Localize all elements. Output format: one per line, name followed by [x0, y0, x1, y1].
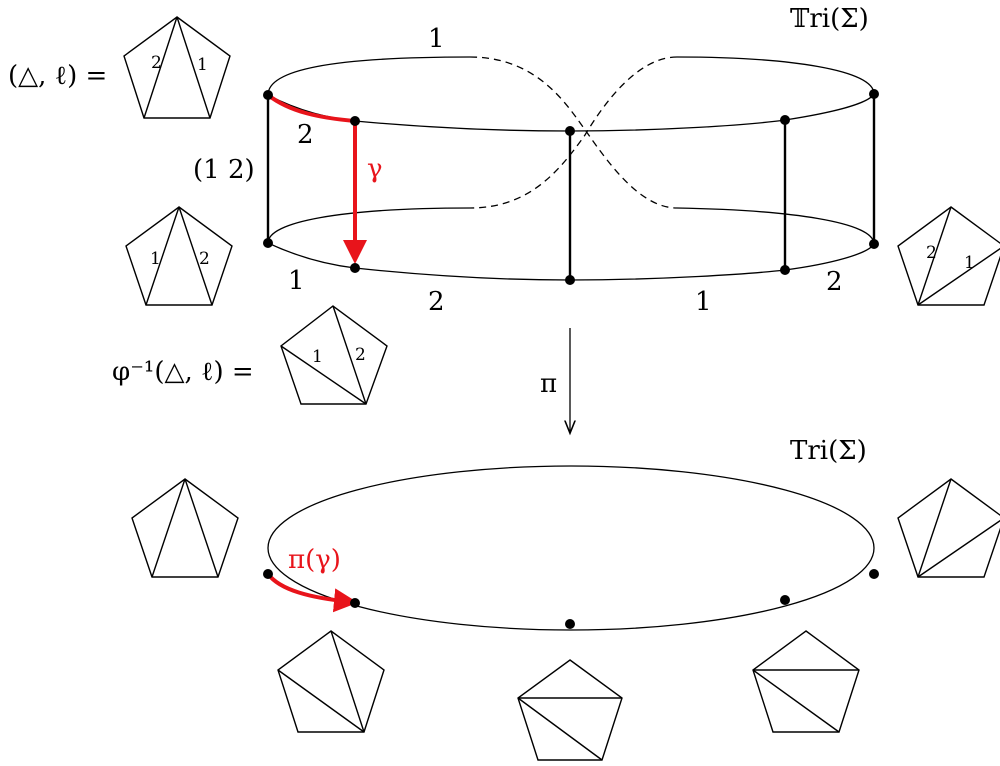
vertex-top-4	[780, 115, 790, 125]
diagonal-right-a	[917, 206, 952, 306]
marked-triangulation-label: (△, ℓ) =	[8, 61, 107, 91]
edge-label-bottom-left: 2	[428, 287, 445, 317]
bottom-back-arc-left	[267, 207, 471, 244]
top-back-arc-right	[676, 56, 875, 95]
diagonal-quotient-left-a	[151, 478, 186, 578]
pentagon-quotient-middle	[517, 659, 623, 761]
preimage-label-2: 2	[355, 345, 366, 365]
vertex-quotient-3	[565, 619, 575, 629]
diagonal-quotient-right-a	[917, 478, 952, 578]
lower-left-label-2: 2	[199, 249, 210, 269]
permutation-label: (1 2)	[193, 155, 255, 185]
vertex-top-3	[565, 126, 575, 136]
pi-gamma-label: π(γ)	[288, 545, 341, 575]
edge-label-bottom-right: 1	[695, 287, 712, 317]
diagonal-quotient-right-b	[917, 519, 1000, 578]
diagonal-lower-left-b	[178, 206, 213, 306]
quotient-ellipse: Tri(Σ) π(γ)	[263, 436, 879, 631]
right-label-2: 2	[926, 243, 937, 263]
quotient-pentagons	[131, 478, 1000, 761]
pentagon-quotient-lower-left	[277, 630, 385, 733]
vertex-top-2	[350, 116, 360, 126]
diagonal-marked-a	[143, 16, 178, 119]
preimage-label: φ⁻¹(△, ℓ) =	[112, 357, 254, 387]
vertex-bottom-1	[263, 238, 273, 248]
marked-label-2: 2	[151, 53, 162, 73]
diagonal-quotient-lower-right-b	[752, 669, 840, 733]
lower-left-label-1: 1	[150, 249, 161, 269]
vertex-quotient-4	[780, 595, 790, 605]
pentagon-preimage	[280, 305, 388, 405]
gamma-label: γ	[367, 154, 383, 184]
twist-dashed-a	[469, 56, 678, 209]
vertex-top-5	[869, 89, 879, 99]
marked-label-1: 1	[197, 55, 208, 75]
vertex-bottom-4	[780, 265, 790, 275]
diagonal-quotient-left-b	[184, 478, 219, 578]
pentagon-quotient-right	[897, 478, 1000, 578]
top-front-arc	[267, 93, 875, 132]
right-label-1: 1	[964, 253, 975, 273]
vertex-bottom-3	[565, 275, 575, 285]
pentagon-marked	[123, 16, 231, 119]
top-back-arc-left	[267, 56, 471, 96]
vertex-quotient-5	[869, 569, 879, 579]
projection-label: π	[540, 369, 557, 399]
pi-gamma-path	[266, 572, 358, 613]
vertex-bottom-5	[869, 239, 879, 249]
diagonal-preimage-b	[280, 345, 367, 405]
diagonal-preimage-a	[332, 305, 367, 405]
marked-triangulation: (△, ℓ) = 2 1	[8, 16, 231, 119]
pentagon-right	[897, 206, 1000, 306]
pentagon-lower-left-group: 1 2	[125, 206, 233, 306]
edge-label-bottom-far-right: 2	[826, 267, 843, 297]
diagonal-right-b	[917, 247, 1000, 306]
vertex-quotient-1	[263, 569, 273, 579]
projection-map: π	[540, 328, 570, 432]
diagonal-lower-left-a	[145, 206, 180, 306]
bottom-space-label: Tri(Σ)	[790, 436, 867, 466]
edge-label-top-back: 1	[428, 24, 445, 54]
gamma-path-curve	[266, 93, 356, 123]
pentagon-quotient-left	[131, 478, 239, 578]
pentagon-right-group: 2 1	[897, 206, 1000, 306]
diagonal-quotient-lower-left-b	[277, 669, 365, 733]
preimage-label-1: 1	[312, 347, 323, 367]
vertex-top-1	[263, 90, 273, 100]
twist-dashed-b	[469, 56, 678, 209]
quotient-cycle	[267, 465, 875, 631]
edge-label-top-front-left: 2	[297, 120, 314, 150]
bottom-back-arc-right	[676, 207, 875, 245]
top-space-label: 𝕋ri(Σ)	[790, 4, 869, 34]
diagonal-quotient-middle-b	[517, 697, 603, 761]
pentagon-quotient-lower-right	[752, 630, 860, 733]
diagonal-marked-b	[176, 16, 211, 119]
diagonal-quotient-lower-left-a	[330, 630, 365, 733]
preimage-triangulation: φ⁻¹(△, ℓ) = 1 2	[112, 305, 388, 405]
edge-label-bottom-far-left: 1	[288, 266, 305, 296]
double-cover-band: 𝕋ri(Σ) 1 2 (1 2) γ 1 2 1 2	[193, 4, 879, 317]
vertex-quotient-2	[350, 598, 360, 608]
pentagon-lower-left	[125, 206, 233, 306]
vertex-bottom-2	[350, 263, 360, 273]
